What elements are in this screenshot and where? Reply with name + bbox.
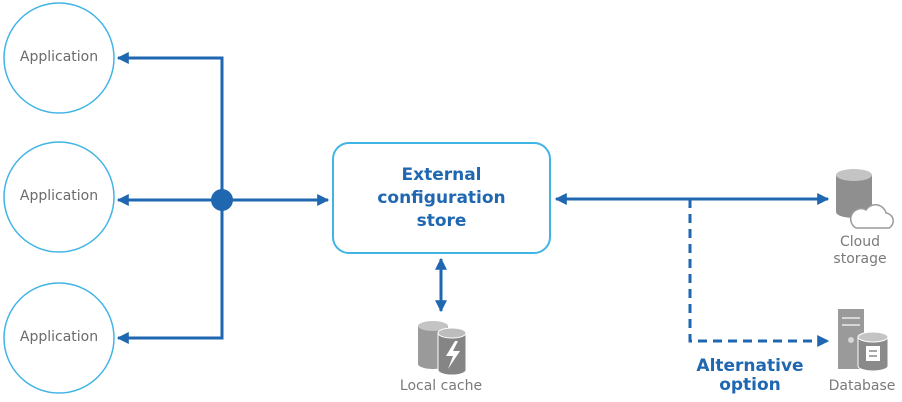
cloud-storage-line2: storage (833, 251, 887, 267)
cache-lightning-icon (418, 321, 467, 376)
database-server-icon (838, 309, 889, 372)
config-store-line3: store (416, 211, 467, 231)
cloud-storage-label: Cloud storage (820, 234, 900, 268)
cloud-storage-line1: Cloud (840, 234, 880, 250)
application-label: Application (19, 188, 99, 204)
alternative-dashed-arrow (688, 199, 830, 347)
junction-dot (211, 189, 233, 211)
alternative-line2: option (719, 375, 781, 395)
alternative-line1: Alternative (696, 356, 804, 376)
alternative-option-label: Alternative option (680, 357, 820, 395)
application-label: Application (19, 329, 99, 345)
config-store-line2: configuration (377, 188, 506, 208)
config-store-line1: External (401, 165, 482, 185)
database-label: Database (828, 378, 896, 394)
config-store-box (332, 142, 551, 254)
local-cache-label: Local cache (399, 378, 483, 394)
config-store-label: External configuration store (333, 164, 550, 233)
application-node (3, 141, 115, 253)
application-node (3, 282, 115, 394)
application-label: Application (19, 49, 99, 65)
cloud-storage-icon (836, 169, 894, 229)
fanout-connectors (116, 52, 330, 344)
application-node (3, 2, 115, 114)
